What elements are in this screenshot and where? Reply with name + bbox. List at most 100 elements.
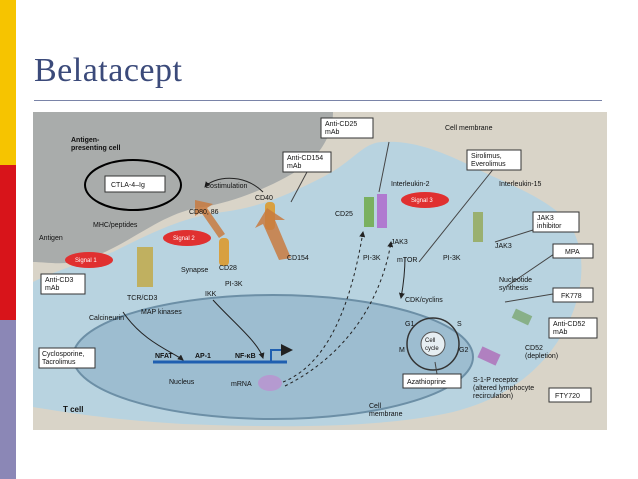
map-label: MAP kinases — [141, 309, 182, 316]
il2-label: Interleukin-2 — [391, 181, 430, 188]
ctla4-highlight-ring — [84, 159, 182, 211]
anti-cd154-box — [282, 151, 332, 173]
jak3-b-label: JAK3 — [495, 243, 512, 250]
cd40-label: CD40 — [255, 195, 273, 202]
tcr-label: TCR/CD3 — [127, 295, 157, 302]
mpa-pointer — [506, 251, 558, 287]
cd28-label: CD28 — [219, 265, 237, 272]
cd80-86-label: CD80, 86 — [189, 209, 219, 216]
signal2-oval — [163, 230, 211, 246]
ikk-label: IKK — [205, 291, 217, 298]
apc-label: Antigen-presenting cell — [71, 137, 120, 152]
mhc-label: MHC/peptides — [93, 222, 138, 229]
il2-receptor — [377, 194, 387, 228]
pi3k-c-label: PI-3K — [443, 255, 461, 262]
cd154-label: CD154 — [287, 255, 309, 262]
s1p-receptor — [477, 346, 501, 366]
azathioprine-box — [402, 373, 462, 389]
nucleus — [72, 294, 474, 420]
sirolimus-label: Sirolimus,Everolimus — [471, 153, 506, 168]
jak3-inhibitor-box — [532, 211, 580, 233]
jak3-inhibitor-pointer — [494, 229, 534, 243]
antigen-presenting-cell — [33, 112, 333, 264]
signal3-oval — [401, 192, 449, 208]
mrna-path — [282, 231, 366, 383]
fty720-box — [548, 387, 592, 403]
nfkb-label: NF-κB — [235, 353, 256, 360]
nfat-label: NFAT — [155, 353, 173, 360]
jak3-a-label: JAK3 — [391, 239, 408, 246]
m-label: M — [399, 347, 405, 354]
cell-cycle-center — [420, 331, 446, 357]
signal1-oval — [65, 252, 113, 268]
anti-cd25-box — [320, 117, 374, 139]
mrna-blob — [258, 375, 282, 391]
anti-cd154-pointer — [290, 171, 308, 203]
mrna-label: mRNA — [231, 381, 252, 388]
costim-path — [204, 177, 264, 193]
ctla4-box — [104, 175, 166, 193]
azathioprine-label: Azathioprine — [407, 379, 446, 386]
cell-cycle-ring — [406, 317, 460, 371]
cell-membrane-top-label: Cell membrane — [445, 125, 493, 132]
g2-label: G2 — [459, 347, 468, 354]
cd52-label: CD52(depletion) — [525, 345, 558, 360]
ikk-path — [212, 299, 265, 359]
mtor-label: mTOR — [397, 257, 417, 264]
cd25-receptor — [364, 197, 374, 227]
mrna-path-2 — [284, 241, 394, 387]
tcr-receptor — [137, 247, 153, 287]
slide-title: Belatacept — [34, 52, 183, 89]
calcineurin-path — [122, 311, 184, 361]
nucleus-label: Nucleus — [169, 379, 195, 386]
accent-bar-red — [0, 165, 16, 320]
sirolimus-pointer — [418, 166, 496, 263]
promoter-arrow — [270, 344, 293, 362]
cd52-marker — [511, 308, 533, 326]
fk778-pointer — [504, 293, 554, 303]
s-label: S — [457, 321, 462, 328]
il15-label: Interleukin-15 — [499, 181, 542, 188]
cyclosporine-label: Cyclosporine,Tacrolimus — [42, 351, 84, 366]
cyclosporine-box — [38, 347, 96, 369]
immunosuppression-diagram: Antigen-presenting cell T cell Nucleus C… — [33, 112, 607, 430]
ctla4-label: CTLA-4–Ig — [111, 182, 145, 189]
cd28-receptor — [219, 238, 229, 266]
pi3k-b-label: PI-3K — [363, 255, 381, 262]
cd25-label: CD25 — [335, 211, 353, 218]
mpa-box — [552, 243, 594, 259]
antigen-label: Antigen — [39, 235, 63, 242]
anti-cd3-box — [40, 273, 86, 295]
fk778-label: FK778 — [561, 293, 582, 300]
cdk-label: CDK/cyclins — [405, 297, 443, 304]
synapse-label: Synapse — [181, 267, 208, 274]
fk778-box — [552, 287, 594, 303]
anti-cd52-box — [548, 317, 598, 339]
g1-label: G1 — [405, 321, 414, 328]
anti-cd25-pointer — [378, 141, 390, 193]
signal3-label: Signal 3 — [411, 198, 433, 204]
fty720-label: FTY720 — [555, 393, 580, 400]
mpa-label: MPA — [565, 249, 580, 256]
tcell-label: T cell — [63, 405, 83, 414]
sirolimus-box — [466, 149, 522, 171]
ap1-label: AP-1 — [195, 353, 211, 360]
accent-bar-yellow — [0, 0, 16, 165]
accent-bar-purple — [0, 320, 16, 479]
calcineurin-label: Calcineurin — [89, 315, 124, 322]
signal2-label: Signal 2 — [173, 236, 195, 242]
cd40-arrow — [255, 208, 291, 260]
costimulation-label: Costimulation — [205, 183, 248, 190]
mtor-path — [398, 256, 406, 299]
azathioprine-pointer — [434, 361, 438, 375]
signal1-label: Signal 1 — [75, 258, 97, 264]
